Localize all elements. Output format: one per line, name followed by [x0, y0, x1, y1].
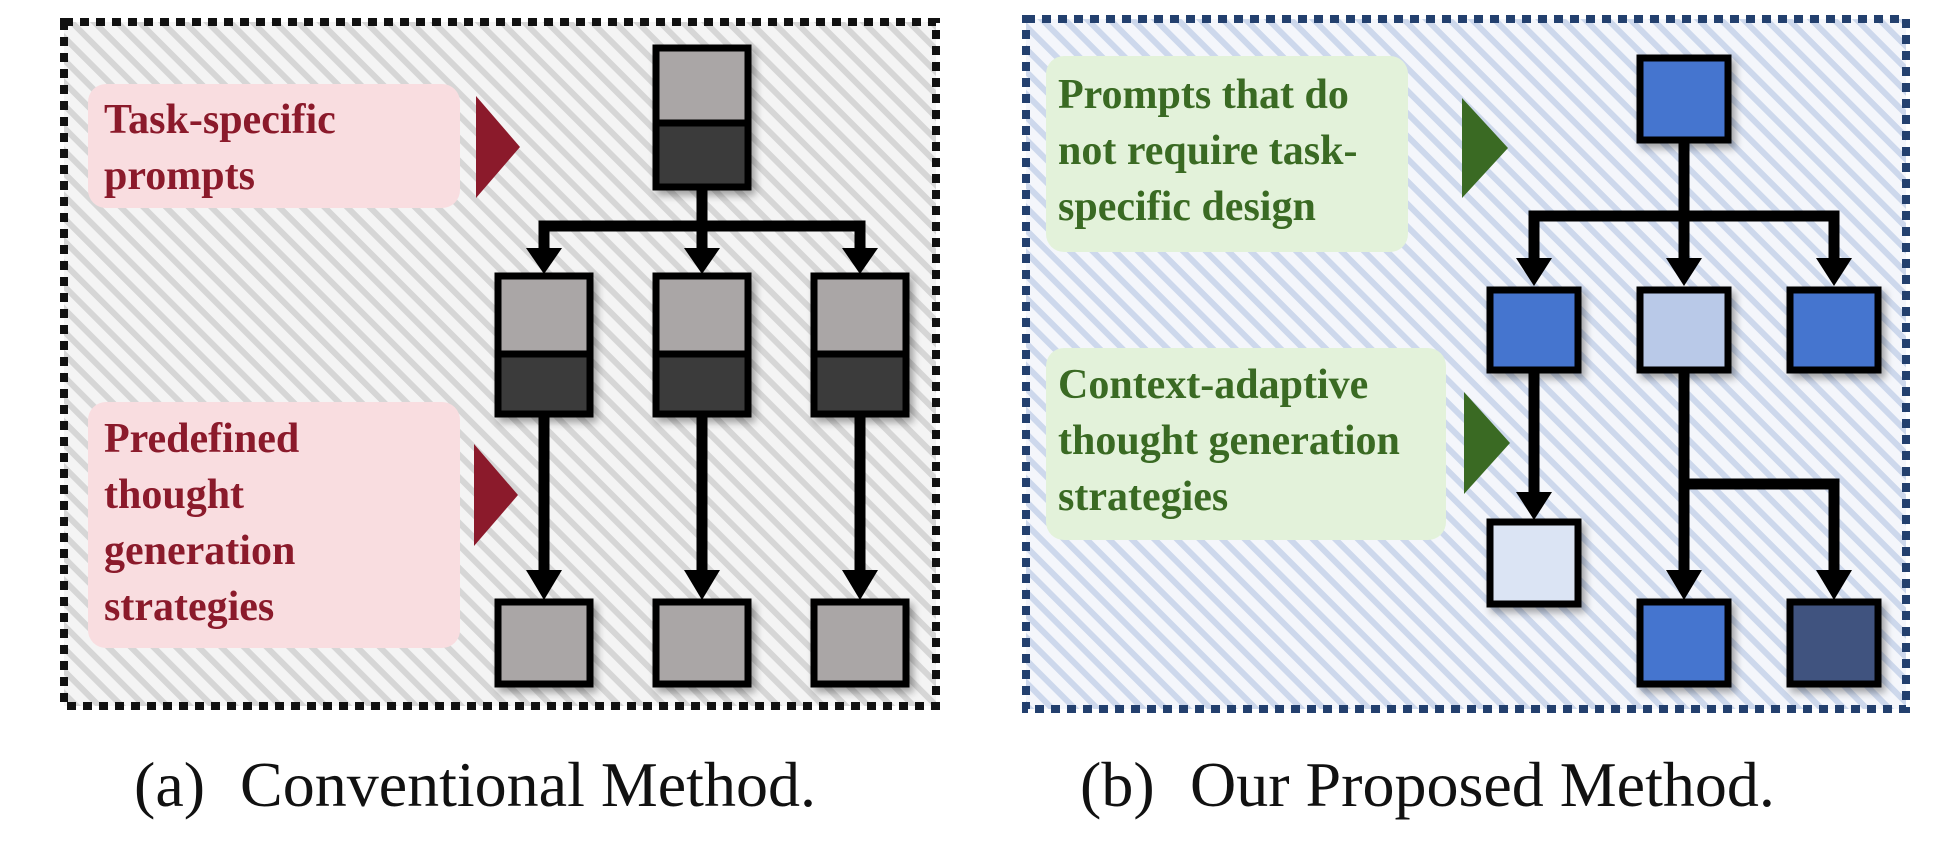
callout-pointer-arrow	[1464, 392, 1510, 494]
node-bottom-half	[810, 350, 910, 418]
callout-task-specific-prompts-text: Task-specific prompts	[104, 97, 346, 199]
caption-label: (b)	[1080, 749, 1155, 820]
callout-line: strategies	[1058, 474, 1228, 520]
tree-node-leaf	[494, 598, 594, 688]
callout-line: Prompts that do	[1058, 72, 1349, 118]
node-top-half	[652, 44, 752, 127]
tree-nodes-conventional	[494, 44, 910, 688]
tree-node-child	[810, 272, 910, 418]
arrowhead	[684, 570, 720, 600]
callout-line: prompts	[104, 153, 255, 199]
tree-node-child	[652, 272, 752, 418]
tree-node-child	[494, 272, 594, 418]
caption-title: Our Proposed Method.	[1190, 749, 1775, 820]
tree-arrowheads-proposed	[1516, 258, 1852, 600]
arrowhead	[526, 570, 562, 600]
arrowhead	[684, 248, 720, 274]
callout-predefined-strategies-text: Predefined thought generation strategies	[104, 416, 310, 630]
panel-proposed: Prompts that do not require task- specif…	[1022, 15, 1910, 820]
tree-node-leaf	[652, 598, 752, 688]
node-top-half	[494, 272, 594, 358]
arrowhead	[1816, 258, 1852, 286]
node-bottom-half	[494, 350, 594, 418]
callout-no-task-specific-prompts-text: Prompts that do not require task- specif…	[1058, 72, 1368, 230]
caption-conventional: (a) Conventional Method.	[134, 749, 816, 820]
tree-nodes-proposed	[1486, 54, 1882, 688]
tree-node-child	[1786, 286, 1882, 374]
callout-predefined-strategies	[88, 402, 460, 648]
arrowhead	[1516, 258, 1552, 286]
panel-proposed-frame	[1022, 15, 1910, 713]
tree-node-child	[1486, 286, 1582, 374]
arrowhead	[526, 248, 562, 274]
caption-title: Conventional Method.	[240, 749, 816, 820]
arrowhead	[842, 570, 878, 600]
tree-node-leaf	[1786, 598, 1882, 688]
caption-label: (a)	[134, 749, 205, 820]
arrowhead	[1516, 492, 1552, 520]
arrowhead	[1666, 258, 1702, 286]
arrowhead	[1666, 570, 1702, 600]
arrowhead	[1816, 570, 1852, 600]
callout-line: specific design	[1058, 184, 1316, 230]
tree-node-leaf	[1636, 598, 1732, 688]
callout-context-adaptive-text: Context-adaptive thought generation stra…	[1058, 362, 1410, 520]
callout-line: thought	[104, 472, 244, 518]
callout-line: generation	[104, 528, 295, 574]
node-bottom-half	[652, 350, 752, 418]
tree-node-leaf	[1486, 518, 1582, 608]
caption-proposed: (b) Our Proposed Method.	[1080, 749, 1775, 820]
callout-context-adaptive	[1046, 348, 1446, 540]
tree-edges-proposed	[1528, 136, 1840, 570]
callout-task-specific-prompts	[88, 84, 460, 208]
node-top-half	[810, 272, 910, 358]
tree-node-child	[1636, 286, 1732, 374]
node-top-half	[652, 272, 752, 358]
tree-node-leaf	[810, 598, 910, 688]
callout-line: Context-adaptive	[1058, 362, 1368, 408]
edge	[1684, 478, 1840, 570]
tree-node-root	[1636, 54, 1732, 144]
callout-line: strategies	[104, 584, 274, 630]
callout-line: not require task-	[1058, 128, 1357, 174]
panel-conventional: Task-specific prompts Predefined thought…	[60, 18, 940, 820]
arrowhead	[842, 248, 878, 274]
panel-conventional-frame	[60, 18, 940, 710]
tree-node-root	[652, 44, 752, 191]
callout-pointer-arrow	[476, 96, 520, 198]
callout-no-task-specific-prompts	[1046, 56, 1408, 252]
node-bottom-half	[652, 119, 752, 191]
callout-pointer-arrow	[474, 444, 518, 546]
tree-arrowheads-conventional	[526, 248, 878, 600]
callout-line: Predefined	[104, 416, 299, 462]
callout-line: thought generation	[1058, 418, 1400, 464]
callout-pointer-arrow	[1462, 98, 1508, 198]
callout-line: Task-specific	[104, 97, 336, 143]
